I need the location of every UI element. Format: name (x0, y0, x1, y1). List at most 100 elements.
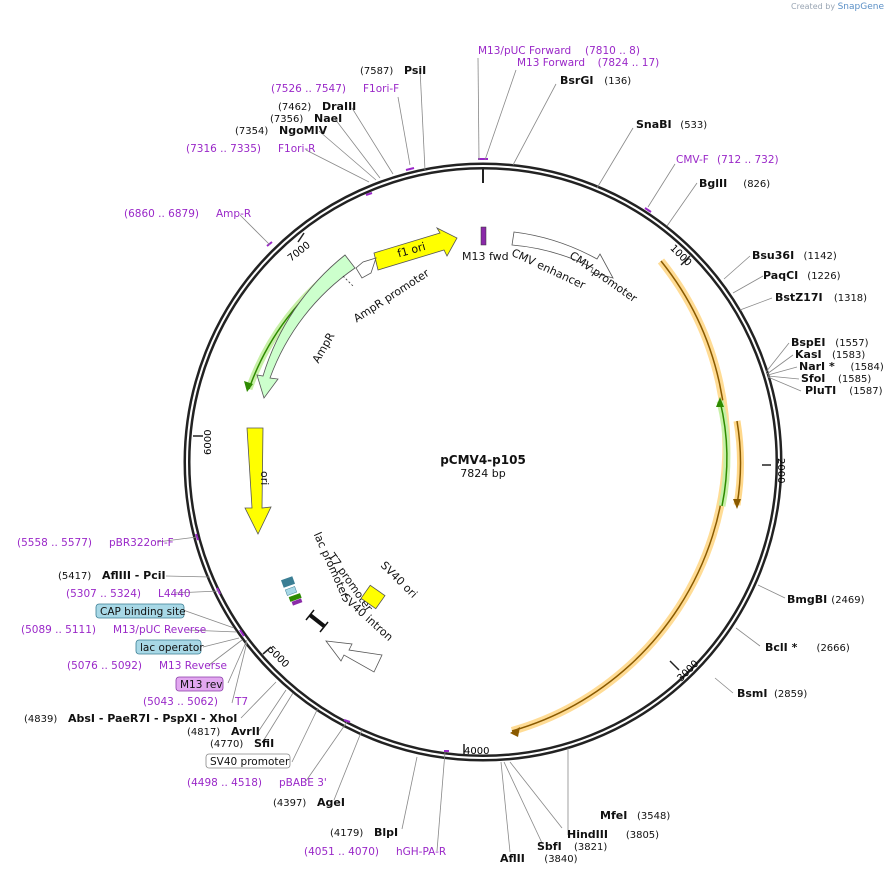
ori-arrow (244, 427, 272, 535)
enzyme-position: (1585) (838, 374, 871, 385)
m13puc-rev-primer-label: M13/pUC Reverse(5089 .. 5111) (21, 624, 206, 636)
enzyme-name: AflII (500, 852, 525, 865)
f1ori-f-primer-label: F1ori-F (7526 .. 7547) (271, 83, 399, 95)
afliii-site-label: AflIII - PciI(5417) (58, 569, 166, 582)
amp-r-primer-label: Amp-R (6860 .. 6879) (124, 208, 251, 220)
ampr-label: AmpR (310, 330, 338, 365)
primer-name: pBABE 3' (279, 777, 327, 789)
primer-name: hGH-PA-R (396, 846, 446, 858)
cap-feature-tag: CAP binding site (95, 603, 186, 619)
primer-name: pBR322ori-F (109, 537, 174, 549)
l4440-primer-label: L4440(5307 .. 5324) (66, 588, 191, 600)
enzyme-name: NaeI (314, 112, 342, 125)
sv40prom-feature-tag: SV40 promoter (205, 753, 291, 769)
sfii-site-label: SfiI (4770) (210, 737, 274, 750)
m13-reverse-primer-label: M13 Reverse(5076 .. 5092) (67, 660, 227, 672)
feature-tag-text: M13 rev (180, 679, 223, 691)
pbabe3-primer-label: pBABE 3' (4498 .. 4518) (187, 777, 327, 789)
enzyme-name: SfoI (801, 372, 825, 385)
enzyme-name: BlpI (374, 826, 398, 839)
enzyme-position: (2469) (831, 595, 864, 606)
enzyme-position: (1226) (807, 271, 840, 282)
avrii-site-label: AvrII (4817) (187, 725, 260, 738)
enzyme-position: (1142) (804, 251, 837, 262)
bglii-site-label: BglII (826) (699, 177, 770, 190)
f1-ori-arrow (373, 227, 458, 271)
bsmi-site-label: BsmI(2859) (737, 687, 807, 700)
pluti-site-label: PluTI(1587) (805, 384, 883, 397)
enzyme-name: BsmI (737, 687, 768, 700)
enzyme-position: (1584) (851, 362, 884, 373)
enzyme-name: SfiI (254, 737, 274, 750)
hgh-pa-r-primer-label: hGH-PA-R(4051 .. 4070) (304, 846, 446, 858)
enzyme-position: (826) (743, 179, 770, 190)
enzyme-position: (4817) (187, 727, 220, 738)
enzyme-position: (4179) (330, 828, 363, 839)
sv40-ori-label: SV40 ori (378, 559, 420, 601)
cmv-f-primer-label: CMV-F(712 .. 732) (676, 154, 779, 166)
sv40-ori-box (360, 584, 386, 610)
primer-marks (195, 158, 652, 752)
green-small-arrow (716, 397, 724, 407)
enzyme-position: (7354) (235, 126, 268, 137)
enzyme-position: (4770) (210, 739, 243, 750)
primer-range: (712 .. 732) (717, 154, 779, 166)
snabi-site-label: SnaBI(533) (636, 118, 707, 131)
enzyme-position: (7356) (270, 114, 303, 125)
ngomiv-site-label: NgoMIV (7354) (235, 124, 328, 137)
feature-tag-box (175, 676, 224, 692)
enzyme-name: NgoMIV (279, 124, 328, 137)
enzyme-position: (7587) (360, 66, 393, 77)
orf-small-line (736, 420, 742, 506)
primer-range: (5076 .. 5092) (67, 660, 142, 672)
ampr-arrow (256, 254, 356, 399)
enzyme-name: HindIII (567, 828, 608, 841)
m13-fwd-primer-label: M13 Forward(7824 .. 17) (517, 57, 659, 69)
lac-feature-4 (291, 598, 303, 606)
green-small-line (719, 400, 728, 507)
bsu36i-site-label: Bsu36I (1142) (752, 249, 837, 262)
sbfi-site-label: SbfI(3821) (537, 840, 607, 853)
enzyme-position: (1583) (832, 350, 865, 361)
pbr322ori-f-primer-label: pBR322ori-F (5558 .. 5577) (17, 537, 174, 549)
m13rev-feature-tag: M13 rev (175, 676, 224, 692)
enzyme-name: PluTI (805, 384, 836, 397)
aflii-site-label: AflII(3840) (500, 852, 578, 865)
bsrgi-site-label: BsrGI(136) (560, 74, 631, 87)
primer-range: (4498 .. 4518) (187, 777, 262, 789)
feature-tag-text: SV40 promoter (210, 756, 290, 768)
orf-arrow (510, 727, 520, 737)
primer-range: (7810 .. 8) (585, 45, 640, 57)
enzyme-name: AbsI - PaeR7I - PspXI - XhoI (68, 712, 237, 725)
primer-name: M13/pUC Forward (478, 45, 571, 57)
ori-label: ori (258, 471, 271, 485)
lac-feature-2 (284, 586, 298, 596)
mfei-site-label: MfeI(3548) (600, 809, 670, 822)
primer-range: (5089 .. 5111) (21, 624, 96, 636)
nari-site-label: NarI *(1584) (799, 360, 884, 373)
draiii-site-label: DraIII(7462) (278, 100, 356, 113)
feature-tag-box (135, 639, 202, 655)
enzyme-name: SbfI (537, 840, 562, 853)
bstz17i-site-label: BstZ17I(1318) (775, 291, 867, 304)
primer-range: (5558 .. 5577) (17, 537, 92, 549)
enzyme-name: AvrII (231, 725, 260, 738)
tick-label-2000: 2000 (775, 458, 786, 483)
bmgbi-site-label: BmgBI (2469) (787, 593, 865, 606)
primer-name: F1ori-F (363, 83, 399, 95)
enzyme-position: (5417) (58, 571, 91, 582)
primer-name: Amp-R (216, 208, 251, 220)
enzyme-name: BmgBI (787, 593, 827, 606)
enzyme-name: BglII (699, 177, 727, 190)
backbone-inner-line (186, 165, 780, 759)
ampr-line-arrow (244, 381, 253, 392)
enzyme-name: Bsu36I (752, 249, 794, 262)
hindiii-site-label: HindIII(3805) (567, 828, 659, 841)
primer-range: (6860 .. 6879) (124, 208, 199, 220)
primer-range: (7316 .. 7335) (186, 143, 261, 155)
primer-range: (7526 .. 7547) (271, 83, 346, 95)
feature-tag-box (95, 603, 185, 619)
primer-range: (5043 .. 5062) (143, 696, 218, 708)
primer-range: (5307 .. 5324) (66, 588, 141, 600)
